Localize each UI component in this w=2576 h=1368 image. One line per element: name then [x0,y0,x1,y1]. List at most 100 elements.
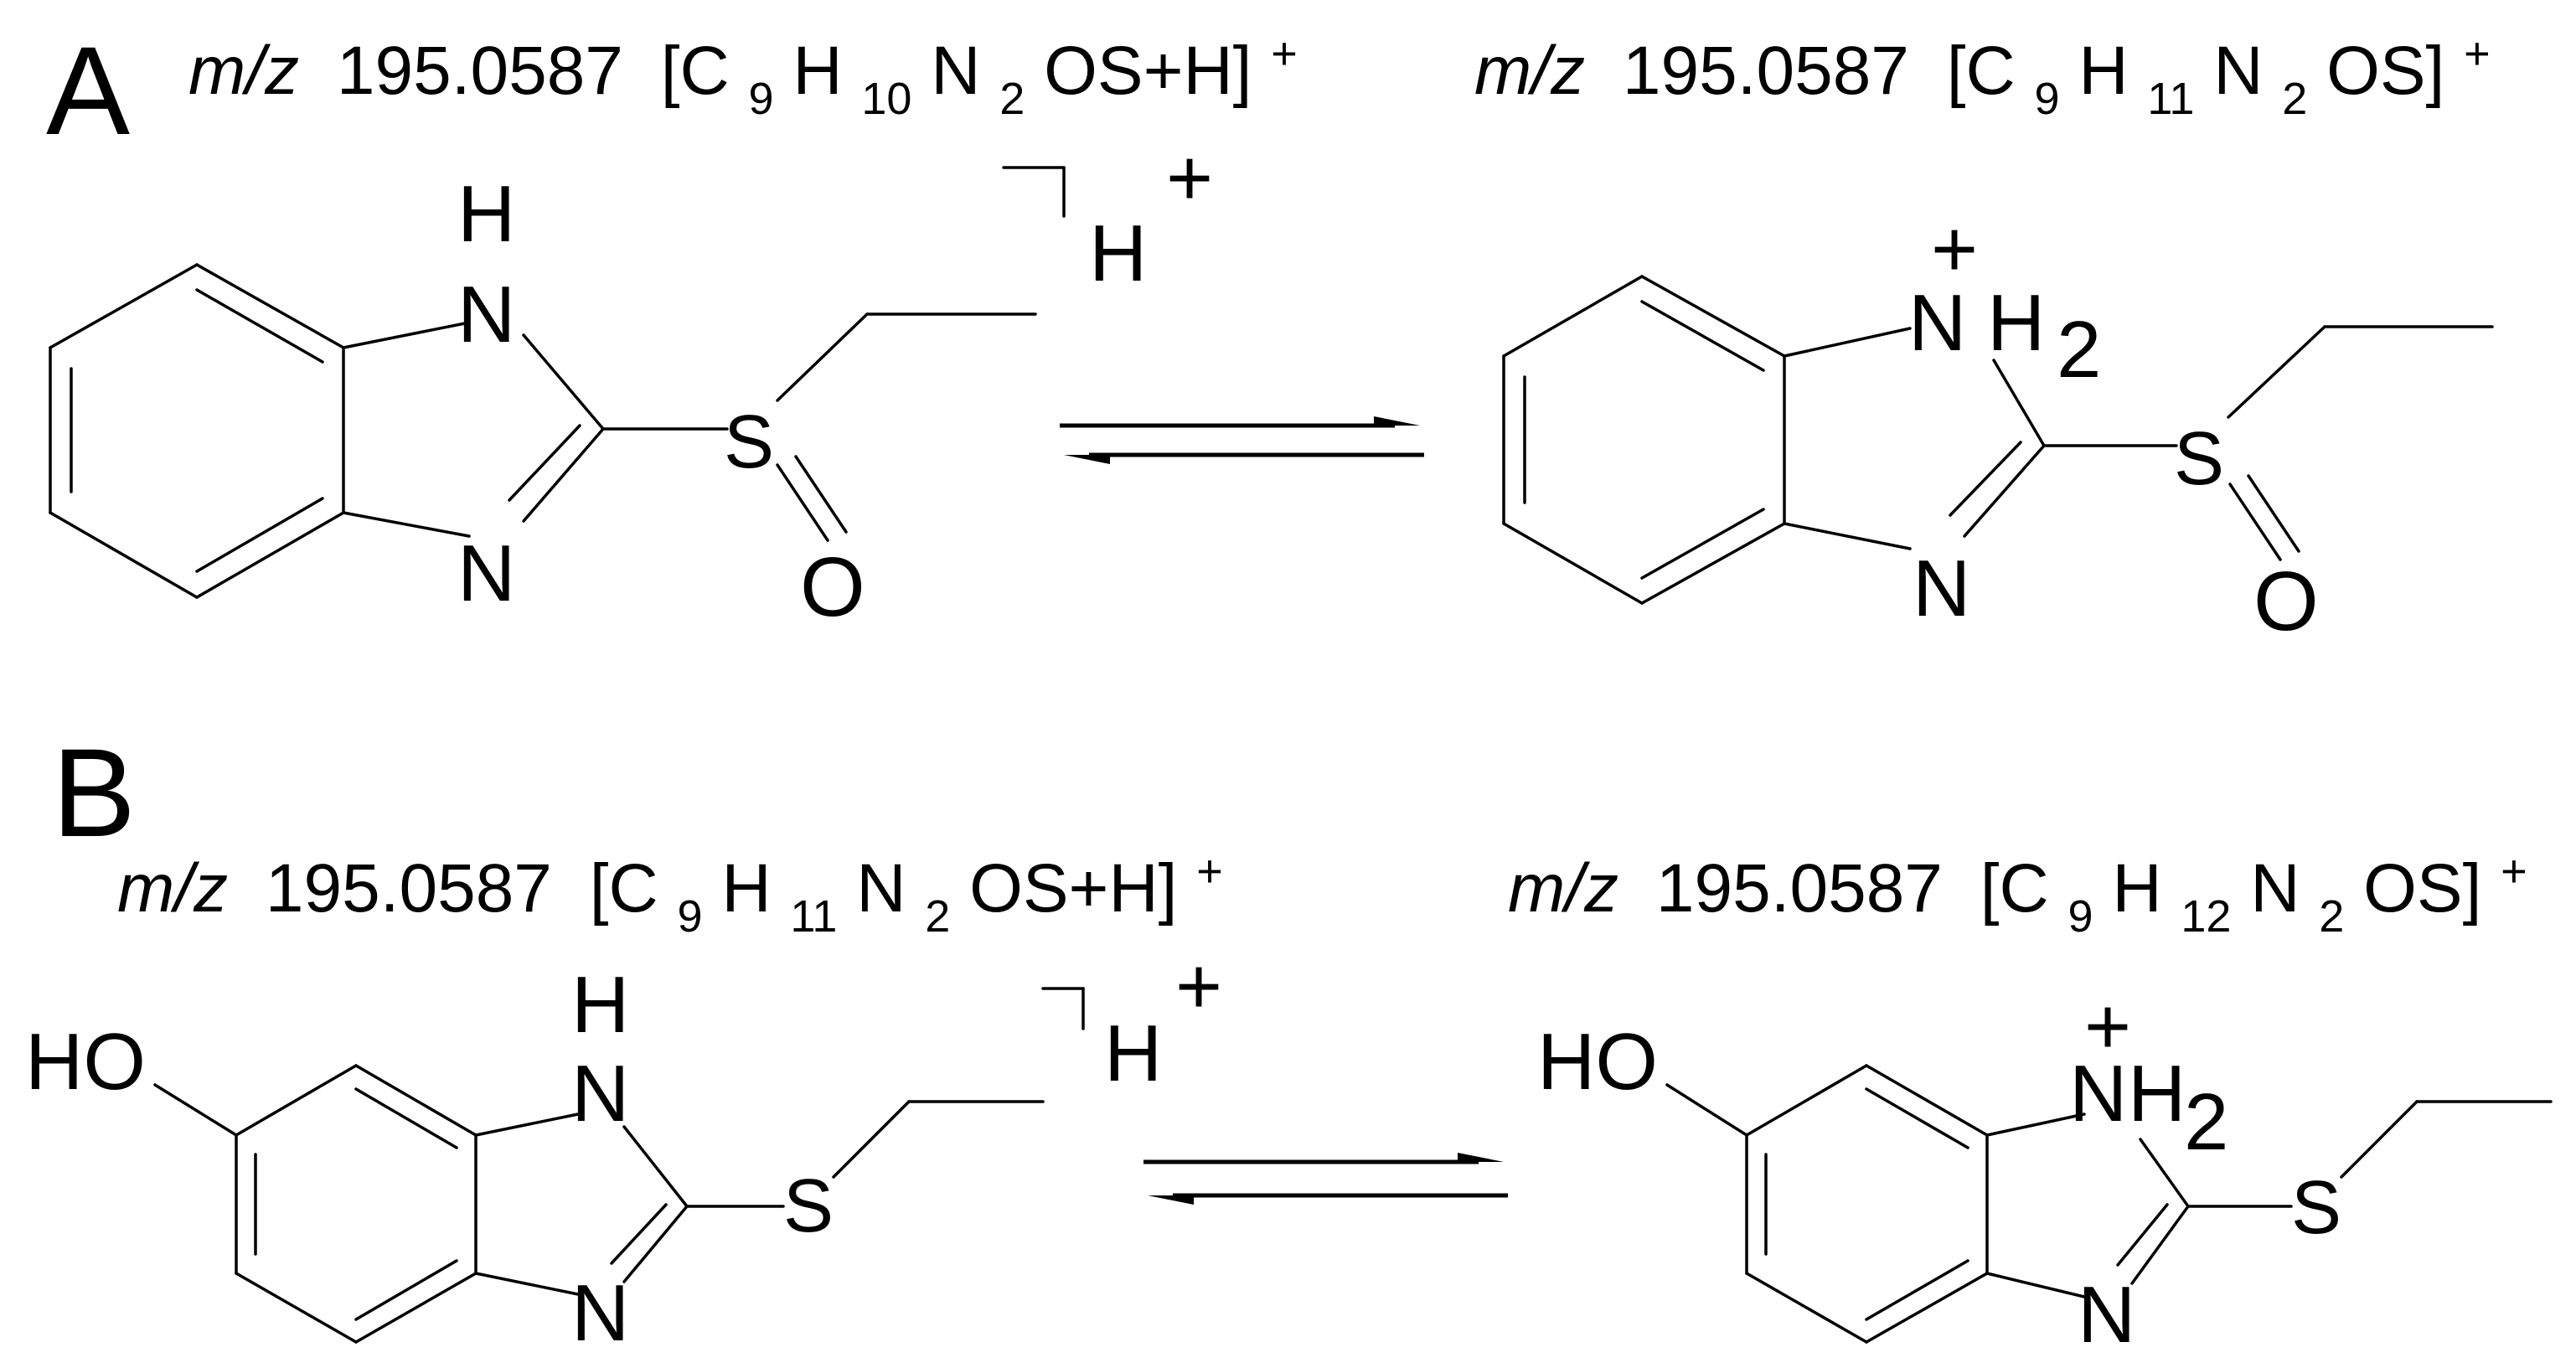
nh-hydrogen-label: H [571,960,629,1050]
bond [522,333,605,431]
formula-a-left: m/z 195.0587 [C 9 H 10 N 2 OS+H] + [188,28,1298,129]
sulfur-label: S [783,1164,834,1248]
reverse-arrowhead [1064,455,1110,464]
bond [2228,483,2282,561]
added-proton-h: H [1104,1009,1162,1098]
panel-b: B m/z 195.0587 [C 9 H 11 N 2 OS+H] + m/z… [25,722,2553,1360]
bond [1865,1064,1989,1137]
bond [776,312,869,402]
bond [622,1205,689,1283]
bond-inner [1640,300,1765,372]
bond [1985,1272,2086,1298]
formula-tail: OS] [2363,850,2481,927]
imidazole-ring-bonds [1985,1112,2190,1298]
carbon-count: 9 [749,74,774,124]
bond [1640,522,1786,605]
formula-open: [C [1980,850,2049,927]
formula-h: H [2112,850,2161,927]
added-proton-h: H [1089,209,1147,298]
ammonium-h-count: 2 [2184,1077,2228,1167]
benzene-ring-bonds [1745,1064,1989,1344]
bond [195,511,345,599]
formula-open: [C [1947,33,2016,109]
panel-label-a: A [46,20,130,161]
nitrogen-count: 2 [999,74,1025,124]
bond [1783,522,1912,550]
imidazole-ring-bonds [342,321,605,538]
bond [1502,522,1644,605]
bond [2340,1100,2419,1179]
formula-open: [C [661,33,730,109]
formula-h: H [721,850,771,927]
bond-inner [1865,1087,1969,1149]
bond [474,1112,580,1137]
bond [49,263,199,349]
bond [1640,275,1786,358]
ammonium-hydrogen-label: H [1987,278,2045,368]
ammonium-charge: + [1931,204,1978,294]
mz-label: m/z [1474,33,1585,109]
molecule-a-right: + N H 2 N S O [1502,204,2494,648]
imine-nitrogen-label: N [457,529,515,618]
molecule-b-right: HO + N H 2 N S [1537,982,2553,1360]
sulfur-label: S [724,400,774,484]
bond-inner [1865,1259,1969,1321]
mass-value: 195.0587 [266,850,552,927]
mz-label: m/z [117,850,228,927]
panel-label-b: B [52,722,136,863]
ammonium-hydrogen-label: H [2128,1049,2186,1138]
imidazole-ring-bonds [1783,327,2046,550]
forward-arrowhead [1458,1153,1504,1162]
oxygen-label: O [2253,555,2319,648]
mass-value: 195.0587 [1656,850,1943,927]
formula-charge: + [2501,846,2527,896]
bracket [1041,987,1085,1030]
molecule-b-left: HO H N N S H + [25,942,1222,1358]
hydrogen-count: 11 [2147,74,2194,124]
bond [195,263,345,349]
bond [1865,1272,1989,1344]
bond-inner [354,1259,458,1321]
molecule-a-left: H N N S O H + [49,133,1213,634]
imine-nitrogen-label: N [571,1268,629,1358]
bond [622,1125,689,1208]
ammonium-h-count: 2 [2057,305,2101,395]
bond [1985,1112,2086,1137]
hydrogen-count: 10 [861,74,911,124]
formula-n: N [931,33,980,109]
formula-h: H [2078,33,2128,109]
ammonium-charge: + [2084,982,2131,1071]
formula-charge: + [1196,846,1223,896]
hydroxyl-label: HO [1537,1017,1658,1107]
sulfur-label: S [2174,417,2224,501]
hydroxyl-bond [153,1083,238,1137]
ammonium-nitrogen-label: N [1908,278,1966,368]
nitrogen-count: 2 [2282,74,2307,124]
hydroxyl-label: HO [25,1017,146,1107]
sulfur-label: S [2291,1166,2341,1250]
benzene-ring-bonds [235,1064,478,1344]
formula-b-left: m/z 195.0587 [C 9 H 11 N 2 OS+H] + [117,846,1223,947]
carbon-count: 9 [2035,74,2060,124]
benzene-ring-bonds [1502,275,1786,605]
nitrogen-count: 2 [925,891,950,942]
formula-a-right: m/z 195.0587 [C 9 H 11 N 2 OS] + [1474,28,2491,129]
bond-double [2116,1203,2169,1267]
added-proton-charge: + [1166,133,1213,223]
thioether-group-bonds [2186,1100,2553,1208]
bond-inner [195,288,324,364]
thioether-group-bonds [685,1100,1045,1208]
imidazole-ring-bonds [474,1112,689,1296]
bond-double [2247,474,2300,553]
bond [1745,1064,1868,1137]
forward-arrowhead [1374,416,1420,426]
nitrogen-count: 2 [2319,891,2344,942]
mass-value: 195.0587 [1623,33,1909,109]
bond [342,511,471,538]
bond [235,1064,358,1137]
imine-nitrogen-label: N [1913,544,1970,633]
mz-label: m/z [1508,850,1618,927]
equilibrium-arrow-b [1143,1153,1508,1205]
